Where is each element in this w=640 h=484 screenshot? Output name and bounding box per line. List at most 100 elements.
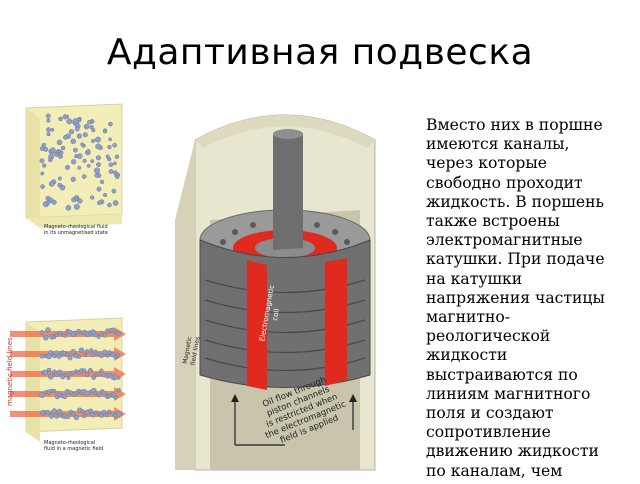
fluid-particle [77, 165, 82, 170]
fluid-particle [82, 132, 88, 138]
fluid-particle [56, 369, 63, 376]
fluid-particle [51, 408, 58, 414]
fluid-particle [108, 121, 113, 127]
fluid-particle [56, 353, 62, 359]
fluid-particle [83, 124, 90, 130]
fluid-particle [50, 128, 55, 132]
fluid-particle [112, 200, 119, 206]
fluid-particle [93, 332, 98, 338]
fluid-particle [65, 114, 69, 119]
fluid-particle [73, 147, 78, 153]
fluid-particle [91, 128, 96, 133]
fluid-particle [105, 154, 110, 159]
fluid-particle [46, 367, 52, 373]
fluid-particle [110, 352, 116, 358]
caption-line: Magneto-rheological fluid [44, 224, 108, 230]
fluid-particle [66, 375, 71, 380]
fluid-particle [99, 179, 105, 184]
fluid-particle [40, 171, 45, 176]
fluid-particle [87, 119, 92, 125]
fluid-particle [56, 408, 63, 415]
fluid-particle [86, 149, 91, 153]
slide-title: Адаптивная подвеска [106, 32, 534, 73]
fluid-particle [58, 154, 63, 159]
fluid-particle [63, 372, 68, 377]
fluid-particle [67, 355, 73, 361]
fluid-particle [116, 375, 121, 380]
fluid-particle [112, 170, 118, 175]
text-line: магнитно- [426, 308, 511, 327]
fluid-particle [90, 412, 96, 418]
fluid-particle [42, 369, 49, 376]
fluid-particle [107, 144, 112, 150]
fluid-particle [65, 164, 71, 170]
fluid-panel-unmagnetised: Magneto-rheological fluid in its unmagne… [4, 96, 130, 246]
fluid-particle [43, 147, 49, 152]
fluid-particle [106, 409, 112, 414]
fluid-particle [46, 132, 51, 137]
fluid-particle [116, 410, 123, 417]
fluid-particle [45, 113, 51, 119]
fluid-particle [45, 200, 51, 205]
fluid-particle [116, 387, 121, 393]
fluid-particle [39, 354, 45, 359]
fluid-particle [95, 136, 101, 143]
fluid-particle [67, 390, 73, 395]
fluid-particle [60, 145, 66, 151]
fluid-particle [42, 163, 47, 168]
fluid-particle [115, 353, 121, 358]
fluid-particle [98, 352, 105, 359]
fluid-particle [104, 412, 109, 417]
fluid-particle [103, 192, 108, 197]
fluid-particle [57, 182, 62, 188]
fluid-particle [71, 197, 77, 203]
fluid-particle [70, 138, 76, 144]
unmagnetised-fluid-illustration [25, 103, 123, 228]
fluid-particle [65, 352, 70, 357]
damper-cutaway-diagram: Electromagnetic coil Magnetic field line… [135, 100, 425, 484]
fluid-particle [113, 395, 118, 400]
fluid-particle [49, 147, 56, 154]
fluid-particle [70, 176, 76, 183]
fluid-particle [74, 126, 80, 132]
fluid-particle [57, 149, 61, 154]
text-line: жидкости [426, 346, 508, 365]
fluid-particle [90, 159, 95, 164]
fluid-particle [66, 118, 73, 125]
fluid-particle [112, 142, 117, 148]
fluid-particle [39, 158, 45, 164]
fluid-particle [89, 348, 94, 352]
text-line: имеются каналы, [426, 135, 570, 154]
fluid-particle [84, 372, 90, 377]
fluid-particle [97, 200, 102, 206]
fluid-particle [48, 350, 54, 355]
fluid-particle [70, 159, 77, 165]
fluid-particle [111, 188, 117, 194]
fluid-particle [48, 157, 53, 163]
fluid-particle [108, 137, 112, 142]
fluid-particle [93, 167, 100, 174]
fluid-particle [40, 184, 45, 189]
text-line: сопротивление [426, 423, 551, 442]
fluid-particle [76, 354, 81, 359]
text-line: выстраиваются по [426, 365, 578, 384]
fluid-particle [90, 195, 95, 200]
fluid-particle [54, 332, 59, 337]
text-line: движению жидкости [426, 442, 599, 461]
fluid-particle [63, 134, 68, 140]
fluid-particle [96, 392, 102, 398]
fluid-particle [97, 372, 102, 377]
fluid-particle [56, 139, 63, 146]
field-line-arrow [10, 367, 126, 381]
fluid-particle [48, 181, 55, 187]
text-line: реологической [426, 327, 551, 346]
fluid-particle [115, 175, 120, 180]
fluid-particle [78, 347, 85, 353]
fluid-particle [70, 349, 76, 355]
text-line: также встроены [426, 212, 560, 231]
fluid-particle [45, 327, 51, 333]
fluid-particle [87, 368, 93, 374]
fluid-particle [108, 162, 114, 167]
fluid-particle [39, 392, 45, 399]
fluid-particle [113, 161, 117, 166]
